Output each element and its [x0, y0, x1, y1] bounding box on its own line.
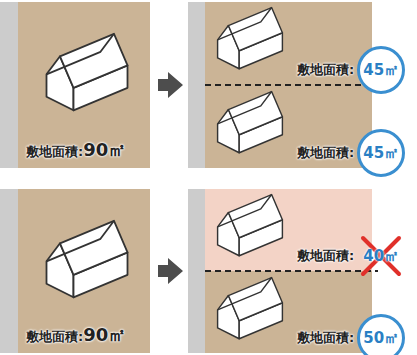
lot-ground [205, 271, 372, 353]
cross-stroke [363, 238, 399, 274]
house [218, 92, 283, 153]
area-value: 45㎡ [363, 61, 399, 80]
area-value: 45㎡ [363, 144, 399, 163]
site-lot: 敷地面積:90㎡ [18, 189, 150, 353]
house [218, 278, 283, 339]
site-lot: 敷地面積:50㎡ [205, 271, 372, 353]
area-circle: 45㎡ [357, 46, 405, 94]
house [218, 195, 283, 256]
arrow [158, 72, 183, 98]
site-lot: 敷地面積:45㎡ [205, 85, 372, 168]
site-lot: 敷地面積:90㎡ [18, 2, 150, 168]
area-value: 90㎡ [83, 138, 126, 162]
area-label: 敷地面積: [26, 328, 83, 346]
boundary-line [205, 270, 378, 272]
boundary-line [205, 84, 378, 86]
area-label: 敷地面積: [297, 61, 354, 79]
label-row: 敷地面積: [297, 144, 354, 162]
house [47, 34, 128, 111]
area-value: 90㎡ [83, 323, 126, 347]
area-circle: 50㎡ [357, 314, 405, 355]
label-row: 敷地面積:90㎡ [26, 138, 126, 162]
area-label: 敷地面積: [297, 144, 354, 162]
road [0, 189, 18, 353]
area-value: 50㎡ [363, 329, 399, 348]
arrow [158, 258, 183, 284]
lot-ground-invalid [205, 189, 372, 271]
cross-stroke [363, 238, 399, 274]
road [188, 189, 205, 353]
site-lot: 敷地面積:40㎡ [205, 189, 372, 271]
lot-ground [18, 2, 150, 168]
area-value: 40㎡ [363, 247, 399, 266]
area-circle: 45㎡ [357, 129, 405, 177]
road [0, 2, 18, 168]
rejected-area: 40㎡ [357, 232, 405, 280]
lot-ground [18, 189, 150, 353]
label-row: 敷地面積:90㎡ [26, 323, 126, 347]
label-row: 敷地面積: [297, 329, 354, 347]
area-label: 敷地面積: [297, 329, 354, 347]
label-row: 敷地面積: [297, 61, 354, 79]
area-label: 敷地面積: [26, 143, 83, 161]
road [188, 2, 205, 168]
site-lot: 敷地面積:45㎡ [205, 2, 372, 85]
house [218, 8, 283, 69]
house [47, 221, 128, 297]
label-row: 敷地面積: [297, 247, 354, 265]
area-label: 敷地面積: [297, 247, 354, 265]
